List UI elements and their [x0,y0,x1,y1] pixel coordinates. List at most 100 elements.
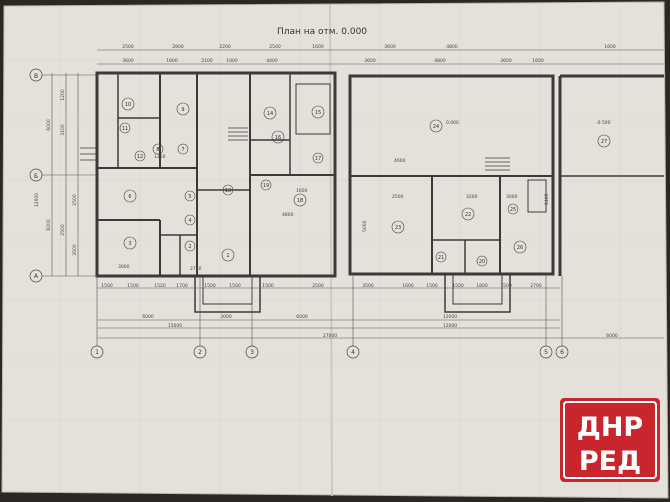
room-21: 21 [438,255,444,261]
room-26: 26 [517,245,523,251]
room-15: 15 [315,110,321,116]
axis-label-1: 1 [95,349,99,356]
room-11: 11 [122,126,128,132]
room-12: 12 [137,154,143,160]
dim-misc: 3000 [506,194,518,200]
dim-bottom: 1500 [204,283,216,289]
dim-misc: 4600 [394,158,406,164]
watermark-line-2: РЕД [579,446,641,477]
room-25: 25 [510,207,516,213]
dim-misc: 4800 [282,212,294,218]
dim-left: 1200 [60,89,66,101]
room-18: 18 [297,198,303,204]
dim-bottom: 1500 [229,283,241,289]
dim-left: 3100 [60,124,66,136]
room-1: 1 [226,253,229,259]
dim-bottom: 3500 [362,283,374,289]
dim-top: 1600 [312,44,324,50]
dim-bottom: 1500 [500,283,512,289]
room-4: 4 [188,218,191,224]
dim-misc: 2400 [544,193,550,205]
dim-bottom: 6000 [296,314,308,320]
dim-bottom: 2700 [530,283,542,289]
dim-top: 2500 [122,44,134,50]
axis-label-5: 5 [544,349,548,356]
dim-top: 2500 [269,44,281,50]
dim-misc: 2500 [392,194,404,200]
dim-bottom: 2500 [312,283,324,289]
dim-top: 1600 [532,58,544,64]
dim-left: 2500 [60,224,66,236]
dim-left: 8200 [46,219,52,231]
dim-bottom: 1500 [127,283,139,289]
dim-bottom: 1500 [262,283,274,289]
dim-top: 4400 [266,58,278,64]
dim-bottom: 12000 [443,323,457,329]
dim-top: 3600 [500,58,512,64]
dim-misc: 5000 [362,220,368,232]
room-19: 19 [263,183,269,189]
dim-top: 3600 [364,58,376,64]
room-6: 6 [128,194,131,200]
dim-bottom: 1500 [426,283,438,289]
dim-top: 4800 [446,44,458,50]
room-8: 8 [156,147,159,153]
room-14: 14 [267,111,273,117]
dim-misc: 3000 [118,264,130,270]
room-10: 10 [125,102,131,108]
dim-top: 3600 [122,58,134,64]
dim-top: 3600 [384,44,396,50]
dim-right: 6000 [606,333,618,339]
axis-label-4: 4 [351,349,355,356]
level-mark: -0.500 [596,120,611,126]
dim-left: 2500 [72,194,78,206]
room-16: 16 [275,135,281,141]
dim-top: 1600 [166,58,178,64]
room-7: 7 [181,147,184,153]
dim-misc: 1600 [296,188,308,194]
dim-bottom: 3000 [220,314,232,320]
room-3: 3 [128,241,131,247]
watermark-logo: ДНР РЕД [560,398,660,482]
plan-title: План на отм. 0.000 [277,27,367,37]
room-17: 17 [315,156,321,162]
axis-label-2: 2 [198,349,202,356]
dim-top: 2200 [219,44,231,50]
axis-label-v: В [34,73,38,80]
room-9: 9 [181,107,184,113]
level-mark: 0.000 [446,120,459,126]
room-23: 23 [395,225,401,231]
axis-label-b: Б [34,173,38,180]
axis-label-6: 6 [560,349,564,356]
dim-left: 3500 [72,244,78,256]
dim-misc: 2780 [190,266,202,272]
dim-left: 6000 [46,119,52,131]
dim-bottom: 12000 [443,314,457,320]
dim-misc: 1260 [154,154,166,160]
dim-left: 12000 [34,193,40,207]
room-27: 27 [601,139,607,145]
dim-bottom: 1800 [476,283,488,289]
axis-label-a: A [34,273,39,280]
dim-top: 2800 [172,44,184,50]
room-2: 2 [188,244,191,250]
dim-bottom: 1700 [176,283,188,289]
dim-bottom: 1500 [101,283,113,289]
dim-misc: 3200 [466,194,478,200]
dim-bottom-total: 27000 [323,333,337,339]
dim-top: 1600 [604,44,616,50]
room-22: 22 [465,212,471,218]
dim-bottom: 1500 [452,283,464,289]
dim-top: 4800 [434,58,446,64]
axis-label-3: 3 [250,349,254,356]
room-20: 20 [479,259,485,265]
dim-top: 2100 [201,58,213,64]
dim-bottom: 15000 [168,323,182,329]
room-13: 13 [225,188,231,194]
watermark-line-1: ДНР [577,412,643,443]
dim-bottom: 1520 [154,283,166,289]
dim-top: 1000 [226,58,238,64]
room-24: 24 [433,124,439,130]
